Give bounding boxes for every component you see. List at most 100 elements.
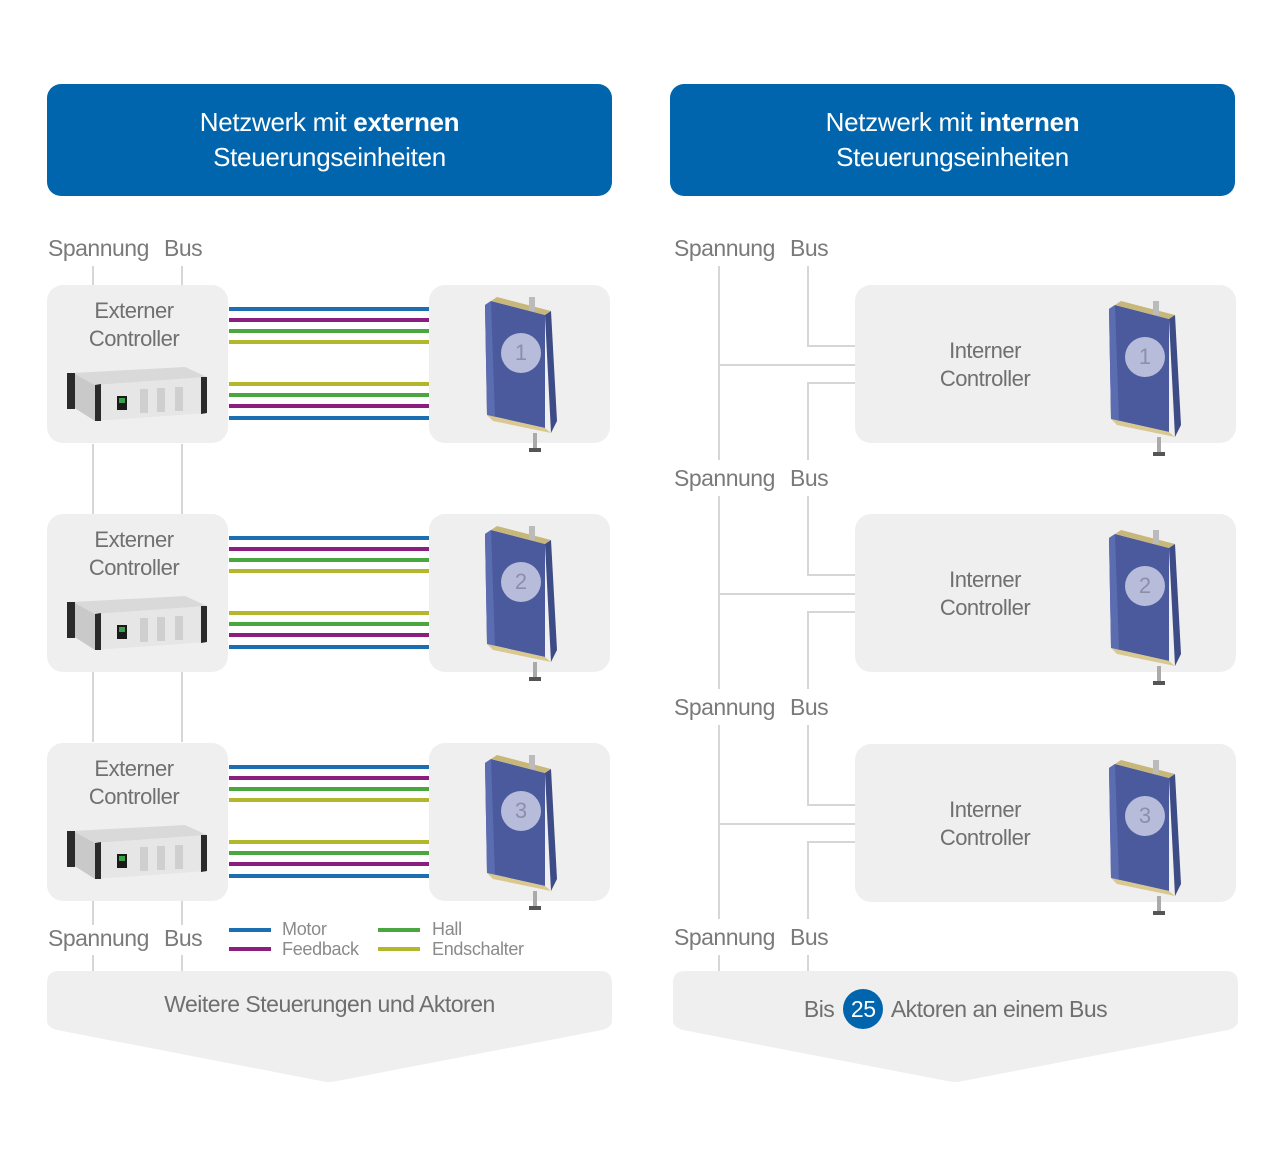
external-controller-card: Externer Controller xyxy=(47,285,228,443)
wire-yellow xyxy=(229,611,429,615)
controller-label-line1: Interner xyxy=(949,567,1021,592)
spannung-label: Spannung xyxy=(674,924,775,950)
footer-text: Bis 25 Aktoren an einem Bus xyxy=(673,989,1238,1031)
actuator-number: 3 xyxy=(1125,796,1165,836)
spannung-label: Spannung xyxy=(674,694,775,720)
header-external-network: Netzwerk mit externen Steuerungseinheite… xyxy=(47,84,612,196)
controller-rack-image xyxy=(65,821,207,883)
wire-green xyxy=(229,558,429,562)
bus-line xyxy=(181,901,183,925)
legend-swatch-motor xyxy=(229,928,271,932)
actuator-image: 3 xyxy=(471,751,571,911)
bus-label: Bus xyxy=(164,925,203,951)
actuator-count-badge: 25 xyxy=(843,989,884,1029)
actuator-number: 3 xyxy=(501,791,541,831)
wire-purple xyxy=(229,404,429,408)
bus-in-branch-line xyxy=(807,574,855,576)
actuator-card: 3 xyxy=(429,743,610,910)
bus-line xyxy=(807,955,809,971)
bus-in-line xyxy=(807,496,809,574)
wire-yellow xyxy=(229,569,429,573)
wire-purple xyxy=(229,318,429,322)
header-title-bold: internen xyxy=(979,107,1080,137)
wire-green xyxy=(229,851,429,855)
controller-label-line1: Interner xyxy=(949,338,1021,363)
bus-label: Bus xyxy=(790,924,829,950)
actuator-image: 3 xyxy=(1095,756,1195,916)
actuator-image: 1 xyxy=(471,293,571,453)
controller-label: Externer Controller xyxy=(47,297,221,353)
bus-line xyxy=(181,266,183,286)
bus-line xyxy=(181,444,183,514)
legend-label-motor: Motor xyxy=(282,919,327,939)
controller-label-line1: Externer xyxy=(94,756,174,781)
internal-controller-card: Interner Controller 3 xyxy=(855,744,1236,915)
controller-label-line1: Interner xyxy=(949,797,1021,822)
spannung-line xyxy=(92,266,94,286)
spannung-line xyxy=(718,725,720,919)
wire-green xyxy=(229,787,429,791)
controller-label: Externer Controller xyxy=(47,755,221,811)
bus-out-line xyxy=(807,382,809,460)
controller-label-line2: Controller xyxy=(88,555,180,580)
footer-prefix: Bis xyxy=(803,996,835,1023)
actuator-number: 2 xyxy=(501,562,541,602)
legend-swatch-endschalter xyxy=(378,947,420,951)
bus-in-line xyxy=(807,725,809,804)
spannung-branch-line xyxy=(718,823,855,825)
bus-out-line xyxy=(807,611,809,689)
wire-purple xyxy=(229,862,429,866)
spannung-line xyxy=(92,901,94,925)
bus-out-branch-line xyxy=(807,382,855,384)
wire-yellow xyxy=(229,340,429,344)
footer-arrow-bus-capacity: Bis 25 Aktoren an einem Bus xyxy=(673,971,1238,1082)
actuator-number: 1 xyxy=(1125,337,1165,377)
legend-swatch-hall xyxy=(378,928,420,932)
controller-label-line2: Controller xyxy=(939,825,1031,850)
wire-purple xyxy=(229,633,429,637)
spannung-branch-line xyxy=(718,593,855,595)
footer-suffix: Aktoren an einem Bus xyxy=(890,996,1108,1023)
bus-in-branch-line xyxy=(807,345,855,347)
wire-blue xyxy=(229,307,429,311)
down-arrow-shape xyxy=(673,971,1238,1082)
wire-blue xyxy=(229,416,429,420)
footer-text: Weitere Steuerungen und Aktoren xyxy=(164,991,495,1017)
spannung-line xyxy=(718,955,720,971)
internal-controller-card: Interner Controller 1 xyxy=(855,285,1236,456)
wire-yellow xyxy=(229,382,429,386)
wire-green xyxy=(229,393,429,397)
controller-label-line2: Controller xyxy=(939,595,1031,620)
controller-label-line2: Controller xyxy=(939,366,1031,391)
legend-swatch-feedback xyxy=(229,947,271,951)
spannung-line xyxy=(92,955,94,971)
spannung-line xyxy=(92,444,94,514)
bus-in-line xyxy=(807,266,809,345)
external-controller-card: Externer Controller xyxy=(47,743,228,901)
spannung-line xyxy=(718,266,720,460)
actuator-card: 1 xyxy=(429,285,610,452)
bus-out-line xyxy=(807,841,809,919)
down-arrow-shape xyxy=(47,971,612,1082)
wire-purple xyxy=(229,776,429,780)
spannung-label: Spannung xyxy=(48,925,149,951)
header-subtitle: Steuerungseinheiten xyxy=(213,142,446,172)
controller-rack-image xyxy=(65,363,207,425)
bus-label: Bus xyxy=(164,235,203,261)
header-internal-network: Netzwerk mit internen Steuerungseinheite… xyxy=(670,84,1235,196)
actuator-number: 2 xyxy=(1125,566,1165,606)
wire-yellow xyxy=(229,840,429,844)
wire-blue xyxy=(229,645,429,649)
bus-label: Bus xyxy=(790,465,829,491)
header-title-prefix: Netzwerk mit xyxy=(825,107,980,137)
controller-label: Externer Controller xyxy=(47,526,221,582)
spannung-line xyxy=(718,496,720,689)
actuator-number: 1 xyxy=(501,333,541,373)
wire-green xyxy=(229,329,429,333)
bus-line xyxy=(181,672,183,742)
wire-yellow xyxy=(229,798,429,802)
header-subtitle: Steuerungseinheiten xyxy=(836,142,1069,172)
controller-label-line2: Controller xyxy=(88,326,180,351)
controller-label: Interner Controller xyxy=(895,337,1075,393)
spannung-label: Spannung xyxy=(48,235,149,261)
